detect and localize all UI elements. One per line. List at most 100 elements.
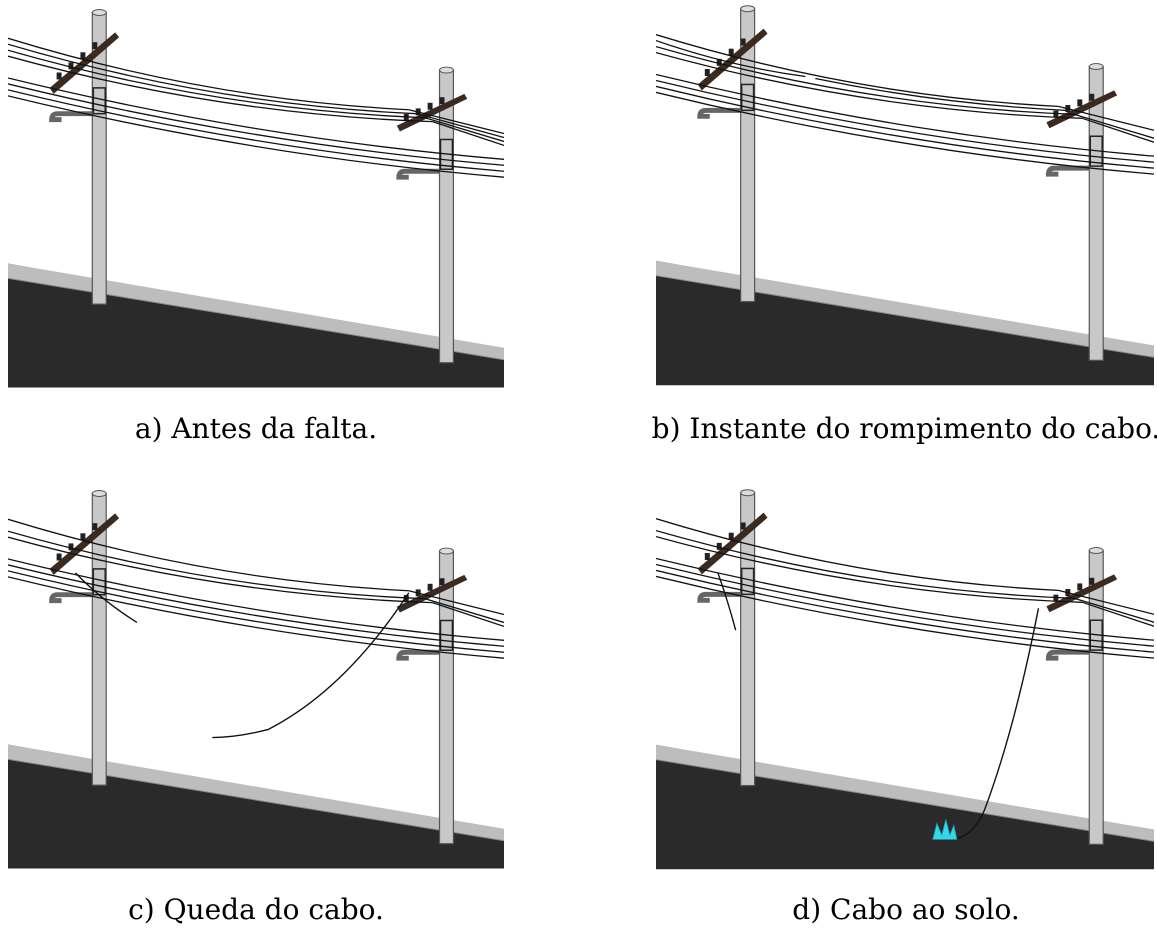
pole-1-cap bbox=[91, 9, 107, 16]
conductor-upper-1-ext bbox=[1058, 589, 1154, 615]
insulator-2-3 bbox=[1077, 583, 1083, 591]
conductor-lower-1 bbox=[8, 77, 504, 160]
crossarm-1 bbox=[697, 28, 768, 91]
scene-a bbox=[8, 9, 504, 388]
caption-d: d) Cabo ao solo. bbox=[792, 893, 1020, 926]
insulator-1-2 bbox=[68, 543, 74, 551]
curb-line bbox=[8, 277, 504, 361]
pole-1-cap bbox=[91, 490, 107, 497]
fallen-cable-left bbox=[717, 572, 737, 631]
conductor-upper-1-ext bbox=[1058, 105, 1154, 131]
insulator-1-4 bbox=[92, 523, 98, 531]
conductor-upper-2 bbox=[8, 43, 417, 115]
pole-2 bbox=[1088, 549, 1104, 845]
conductor-lower-4 bbox=[8, 95, 504, 178]
conductor-lower-2 bbox=[8, 564, 504, 647]
scene-c bbox=[8, 490, 504, 869]
pole-2-cap bbox=[439, 66, 454, 74]
conductor-upper-4 bbox=[8, 55, 433, 123]
insulator-2-4 bbox=[439, 578, 445, 586]
pole-2-cap bbox=[1088, 547, 1104, 555]
conductor-lower-1 bbox=[656, 557, 1154, 641]
street-lamp-1 bbox=[49, 111, 93, 123]
scene-d bbox=[656, 489, 1154, 870]
pole-2 bbox=[1088, 65, 1104, 361]
conductor-lower-3 bbox=[8, 570, 504, 653]
insulator-1-4 bbox=[740, 522, 746, 530]
insulator-1-2 bbox=[716, 58, 722, 66]
fallen-cable-left bbox=[74, 572, 138, 624]
insulator-1-2 bbox=[716, 542, 722, 550]
high-impedance-arc-icon bbox=[932, 819, 958, 840]
street-lamp-1 bbox=[697, 107, 741, 119]
crossarm-2 bbox=[396, 93, 468, 132]
sidewalk bbox=[656, 744, 1154, 842]
conductor-upper-4 bbox=[8, 536, 433, 604]
insulator-1-3 bbox=[728, 48, 734, 56]
crossarm-1 bbox=[49, 513, 120, 575]
street-lamp-2 bbox=[1045, 165, 1090, 177]
conductor-lower-1 bbox=[656, 73, 1154, 157]
panel-c-cable-falling bbox=[8, 488, 504, 872]
conductor-upper-1 bbox=[656, 518, 1059, 592]
caption-c: c) Queda do cabo. bbox=[128, 893, 384, 926]
street-lamp-1 bbox=[697, 591, 741, 603]
conductor-upper-2-ext bbox=[416, 113, 504, 139]
caption-b: b) Instante do rompimento do cabo. bbox=[651, 412, 1157, 445]
panel-d-cable-on-ground bbox=[656, 488, 1154, 872]
insulator-1-2 bbox=[68, 62, 74, 70]
fallen-cable-right bbox=[212, 592, 410, 739]
pole-2 bbox=[438, 69, 455, 364]
conductor-upper-4-ext bbox=[1082, 117, 1154, 143]
sidewalk bbox=[8, 744, 504, 841]
conductor-lower-1 bbox=[8, 558, 504, 641]
insulator-1-1 bbox=[56, 72, 62, 80]
conductor-upper-3 bbox=[8, 530, 425, 600]
conductor-lower-3 bbox=[656, 85, 1154, 169]
crossarm-1 bbox=[697, 512, 768, 575]
insulator-2-3 bbox=[1077, 99, 1083, 107]
panel-b-cable-break bbox=[656, 2, 1154, 390]
insulator-1-1 bbox=[56, 553, 62, 561]
conductor-upper-2-left bbox=[656, 40, 806, 78]
conductor-upper-3-ext bbox=[1074, 597, 1154, 623]
insulator-2-3 bbox=[427, 583, 433, 591]
insulator-2-4 bbox=[439, 97, 445, 105]
insulator-1-1 bbox=[704, 553, 710, 560]
curb-line bbox=[656, 275, 1154, 358]
conductor-lower-4 bbox=[8, 576, 504, 659]
insulator-1-1 bbox=[704, 69, 710, 76]
conductor-lower-2 bbox=[656, 79, 1154, 163]
insulator-1-3 bbox=[80, 52, 86, 60]
conductor-upper-4-ext bbox=[432, 121, 504, 147]
conductor-upper-1-ext bbox=[408, 590, 504, 616]
sidewalk bbox=[656, 260, 1154, 358]
fallen-cable-right bbox=[954, 608, 1040, 841]
insulator-1-3 bbox=[728, 532, 734, 540]
conductor-upper-4-ext bbox=[1082, 601, 1154, 627]
caption-a: a) Antes da falta. bbox=[134, 412, 378, 445]
conductor-upper-3-ext bbox=[424, 117, 504, 143]
conductor-upper-1-ext bbox=[408, 109, 504, 135]
pole-2-cap bbox=[1088, 63, 1104, 71]
curb-line bbox=[8, 758, 504, 842]
pole-1-cap bbox=[740, 5, 756, 13]
insulator-2-3 bbox=[427, 102, 433, 110]
insulator-2-4 bbox=[1089, 93, 1095, 101]
conductor-lower-4 bbox=[656, 91, 1154, 175]
conductor-upper-4-ext bbox=[432, 602, 504, 628]
sidewalk bbox=[8, 263, 504, 360]
street-lamp-2 bbox=[396, 649, 440, 661]
street-lamp-2 bbox=[1045, 649, 1090, 661]
conductor-lower-3 bbox=[8, 89, 504, 172]
conductor-upper-3-ext bbox=[424, 598, 504, 624]
conductor-lower-2 bbox=[656, 563, 1154, 647]
conductor-upper-3 bbox=[656, 529, 1075, 599]
insulator-1-4 bbox=[92, 42, 98, 50]
street-lamp-1 bbox=[49, 592, 93, 604]
conductor-upper-2-right bbox=[815, 77, 1067, 111]
insulator-2-4 bbox=[1089, 577, 1095, 585]
crossarm-2 bbox=[396, 574, 468, 613]
panel-a-before-fault bbox=[8, 8, 504, 390]
street-lamp-2 bbox=[396, 168, 440, 180]
